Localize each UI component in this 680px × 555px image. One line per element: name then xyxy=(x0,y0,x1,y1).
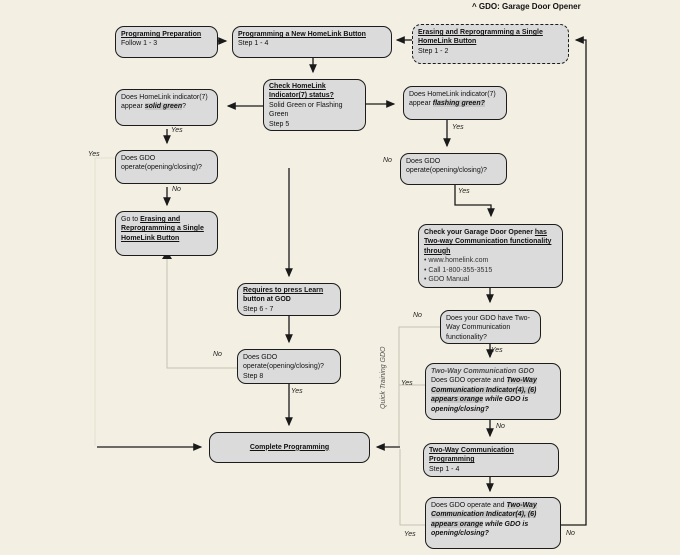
node-question-have-two-way: Does your GDO have Two-Way Communication… xyxy=(440,310,541,344)
node-two-way-programming: Two-Way Communication Programming Step 1… xyxy=(423,443,559,477)
node-programming-preparation: Programing Preparation Follow 1 - 3 xyxy=(115,26,218,58)
node-subtitle: Step 1 - 4 xyxy=(238,40,269,48)
bullet-list: • www.homelink.com • Call 1-800-355-3515… xyxy=(424,256,557,284)
node-press-learn-button: Requires to press Learn button at GOD St… xyxy=(237,283,341,316)
branch-label-no: No xyxy=(413,312,422,319)
branch-label-no: No xyxy=(566,530,575,537)
question-text: Does HomeLink indicator(7) appear xyxy=(121,94,208,111)
erasing-link: Erasing and Reprogramming a Single HomeL… xyxy=(121,216,204,242)
question-text: Does GDO operate and xyxy=(431,377,507,385)
branch-label-no: No xyxy=(213,351,222,358)
node-complete-programming: Complete Programming xyxy=(209,432,370,463)
node-question-flashing-green: Does HomeLink indicator(7) appear flashi… xyxy=(403,86,507,120)
question-text: Does GDO operate and xyxy=(431,502,507,509)
highlight-appears-orange: appears orange xyxy=(431,396,484,404)
question-text: Does your GDO have Two-Way Communication… xyxy=(446,315,530,341)
node-subtitle: Step 1 - 2 xyxy=(418,47,449,55)
node-programming-new-button: Programming a New HomeLink Button Step 1… xyxy=(232,26,392,58)
node-question-gdo-operate-right: Does GDO operate(opening/closing)? xyxy=(400,153,507,185)
branch-label-yes: Yes xyxy=(291,388,303,395)
node-question-two-way-bottom: Does GDO operate and Two-Way Communicati… xyxy=(425,497,561,549)
gdo-footnote: ^ GDO: Garage Door Opener xyxy=(472,2,581,11)
text: Check your Garage Door Opener xyxy=(424,229,535,236)
question-text: Does GDO operate(opening/closing)? xyxy=(243,354,324,371)
node-title: Complete Programming xyxy=(249,443,330,451)
highlight-flashing-green: flashing green? xyxy=(432,100,485,108)
question-tail: while GDO is opening/closing? xyxy=(431,396,529,413)
node-subtitle: Follow 1 - 3 xyxy=(121,40,158,48)
branch-label-no: No xyxy=(383,157,392,164)
node-question-gdo-operate-left: Does GDO operate(opening/closing)? xyxy=(115,150,218,184)
node-title: Check HomeLink Indicator(7) status? xyxy=(269,83,334,100)
node-check-two-way-functionality: Check your Garage Door Opener has Two-wa… xyxy=(418,224,563,288)
node-question-solid-green: Does HomeLink indicator(7) appear solid … xyxy=(115,89,218,126)
node-step: Step 6 - 7 xyxy=(243,305,274,313)
node-erasing-reprogramming: Erasing and Reprogramming a Single HomeL… xyxy=(412,24,569,64)
node-question-gdo-operate-mid: Does GDO operate(opening/closing)? Step … xyxy=(237,349,341,384)
question-tail: while GDO is opening/closing? xyxy=(431,520,529,538)
node-line: Solid Green or Flashing Green xyxy=(269,101,343,119)
node-title: Two-Way Communication Programming xyxy=(429,447,514,464)
branch-label-yes: Yes xyxy=(458,188,470,195)
node-line: button at GOD xyxy=(243,296,291,304)
underlined-text: has Two-way Communication functionality … xyxy=(424,229,552,255)
node-title: Requires to press Learn xyxy=(243,287,324,294)
node-subtitle: Step 1 - 4 xyxy=(429,465,460,473)
node-step: Step 8 xyxy=(243,372,264,380)
node-question-two-way-gdo: Two-Way Communication GDO Does GDO opera… xyxy=(425,363,561,420)
node-title: Two-Way Communication GDO xyxy=(431,368,535,375)
highlight-solid-green: solid green xyxy=(144,103,183,111)
branch-label-yes: Yes xyxy=(88,151,100,158)
node-title: Erasing and Reprogramming a Single HomeL… xyxy=(418,29,543,46)
branch-label-yes: Yes xyxy=(491,347,503,354)
question-mark: ? xyxy=(182,103,186,111)
node-title: Programming a New HomeLink Button xyxy=(238,31,366,38)
node-check-homelink-status: Check HomeLink Indicator(7) status? Soli… xyxy=(263,79,366,131)
bullet-phone: • Call 1-800-355-3515 xyxy=(424,266,493,274)
bullet-homelink-site: • www.homelink.com xyxy=(424,257,489,265)
question-text: Does GDO operate(opening/closing)? xyxy=(406,158,487,175)
branch-label-no: No xyxy=(172,186,181,193)
branch-label-no: No xyxy=(496,423,505,430)
branch-label-yes: Yes xyxy=(404,531,416,538)
bullet-gdo-manual: • GDO Manual xyxy=(424,276,470,284)
highlight-appears-orange: appears orange xyxy=(431,520,484,528)
branch-label-yes: Yes xyxy=(452,124,464,131)
node-title: Programing Preparation xyxy=(121,31,202,38)
question-text: Does GDO operate(opening/closing)? xyxy=(121,155,202,172)
node-step: Step 5 xyxy=(269,120,290,128)
text: Go to xyxy=(121,216,141,223)
branch-label-yes: Yes xyxy=(171,127,183,134)
branch-label-yes: Yes xyxy=(401,380,413,387)
question-text: Does HomeLink indicator(7) appear xyxy=(409,91,496,108)
node-go-to-erasing: Go to Erasing and Reprogramming a Single… xyxy=(115,211,218,256)
quick-training-gdo-label: Quick Training GDO xyxy=(380,346,387,410)
